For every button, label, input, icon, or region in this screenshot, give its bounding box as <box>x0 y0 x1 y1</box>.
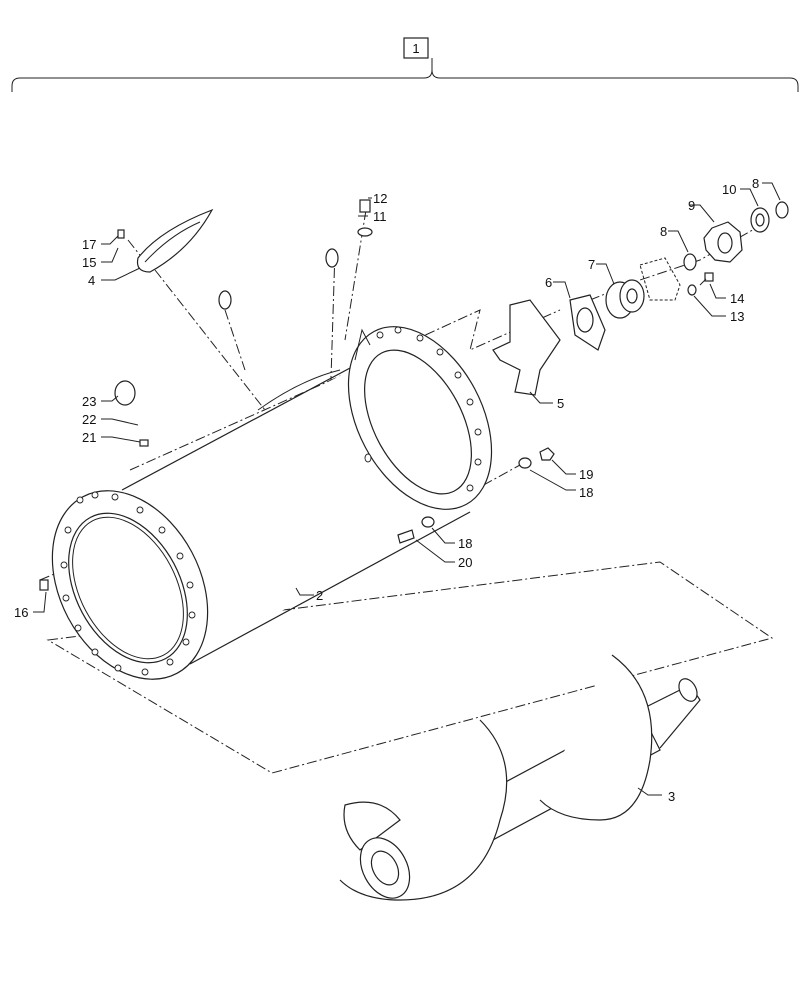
snap-ring-8a[interactable] <box>683 253 697 271</box>
callout-18-lower[interactable]: 18 <box>458 536 472 551</box>
rear-flange-bolt-holes <box>376 326 482 492</box>
cable-tie-23[interactable] <box>114 380 136 406</box>
callout-17[interactable]: 17 <box>82 237 96 252</box>
callout-21[interactable]: 21 <box>82 430 96 445</box>
bolt-12[interactable] <box>359 199 371 213</box>
auger-tube[interactable] <box>21 302 521 706</box>
callout-8-upper[interactable]: 8 <box>752 176 759 191</box>
callout-2[interactable]: 2 <box>316 588 323 603</box>
callout-19[interactable]: 19 <box>579 467 593 482</box>
cable-tie-upper-right[interactable] <box>325 248 339 268</box>
bearing-plate[interactable] <box>639 257 697 301</box>
washer-18a[interactable] <box>518 457 532 469</box>
leader-lines <box>33 182 781 796</box>
callout-8-lower[interactable]: 8 <box>660 224 667 239</box>
clip-21[interactable] <box>139 439 149 447</box>
screw-17[interactable] <box>117 229 125 239</box>
assembly-bracket: 1 <box>11 37 799 92</box>
callout-labels: 2 3 4 5 6 7 8 8 9 10 11 12 13 14 15 16 1… <box>14 176 759 804</box>
bolt-20[interactable] <box>397 529 415 544</box>
callout-5[interactable]: 5 <box>557 396 564 411</box>
callout-10[interactable]: 10 <box>722 182 736 197</box>
washer-11[interactable] <box>357 227 373 237</box>
callout-11[interactable]: 11 <box>373 209 387 224</box>
callout-20[interactable]: 20 <box>458 555 472 570</box>
bearing[interactable] <box>605 279 645 319</box>
bearing-bracket[interactable] <box>492 299 561 396</box>
nut-19[interactable] <box>539 447 555 461</box>
callout-9[interactable]: 9 <box>688 198 695 213</box>
snap-ring-8b[interactable] <box>775 201 789 219</box>
callout-14[interactable]: 14 <box>730 291 744 306</box>
front-flange-bolt-holes <box>60 491 196 676</box>
callout-23[interactable]: 23 <box>82 394 96 409</box>
callout-12[interactable]: 12 <box>373 191 387 206</box>
callout-22[interactable]: 22 <box>82 412 96 427</box>
cable-tie-upper-left[interactable] <box>218 290 232 310</box>
callout-13[interactable]: 13 <box>730 309 744 324</box>
callout-16[interactable]: 16 <box>14 605 28 620</box>
callout-4[interactable]: 4 <box>88 273 95 288</box>
screw-16[interactable] <box>39 579 49 591</box>
washer-10[interactable] <box>750 207 770 233</box>
callout-7[interactable]: 7 <box>588 257 595 272</box>
bolt-14[interactable] <box>699 272 714 286</box>
callout-6[interactable]: 6 <box>545 275 552 290</box>
bearing-housing[interactable] <box>569 294 606 351</box>
callout-18-right[interactable]: 18 <box>579 485 593 500</box>
washer-18b[interactable] <box>421 516 435 528</box>
sprocket[interactable] <box>703 221 743 263</box>
auger-flighting[interactable] <box>339 654 701 907</box>
callout-3[interactable]: 3 <box>668 789 675 804</box>
assembly-item-label[interactable]: 1 <box>412 41 419 56</box>
shield-cover[interactable] <box>136 208 214 273</box>
callout-15[interactable]: 15 <box>82 255 96 270</box>
